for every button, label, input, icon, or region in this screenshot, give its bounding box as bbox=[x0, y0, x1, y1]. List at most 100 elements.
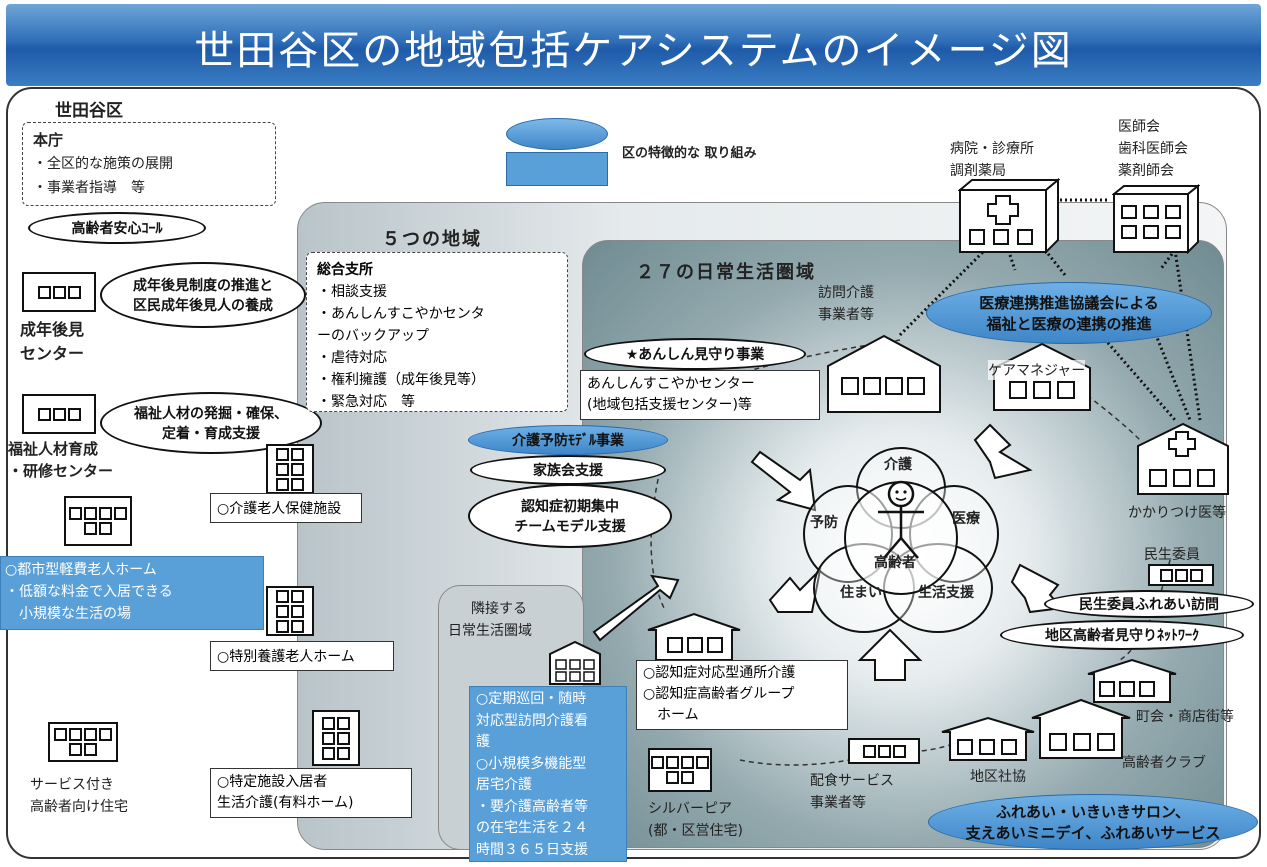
arrow-ne bbox=[973, 423, 1033, 480]
branch-item: ・あんしんすこやかセンタ bbox=[317, 306, 485, 322]
guardian-center-line: センター bbox=[20, 344, 85, 363]
arrow-neighbor bbox=[592, 574, 680, 642]
minsei-label: 民生委員 bbox=[1144, 547, 1200, 563]
guardian-center-label: 成年後見 センター bbox=[20, 318, 84, 366]
chokai-house-icon bbox=[1087, 658, 1177, 703]
guardian-center-line: 成年後見 bbox=[20, 320, 85, 339]
koureisha-label: 高齢者 bbox=[874, 555, 916, 571]
iryo-renkei-oval: 医療連携推進協議会による 福祉と医療の連携の推進 bbox=[926, 282, 1212, 344]
welfare-center-label: 福祉人材育成 ・研修センター bbox=[8, 438, 113, 482]
ninchi-service-box: ○認知症対応型通所介護 ○認知症高齢者グループ ホーム bbox=[636, 660, 848, 730]
tokutei-line: ○特定施設入居者 bbox=[217, 774, 328, 790]
welfare-hr-oval: 福祉人材の発掘・確保、 定着・育成支援 bbox=[100, 392, 322, 454]
honcho-title: 本庁 bbox=[33, 131, 64, 149]
neighbor-house-icon bbox=[549, 640, 601, 685]
kakaritsuke-label: かかりつけ医等 bbox=[1128, 505, 1227, 521]
tokutei-box: ○特定施設入居者 生活介護(有料ホーム) bbox=[210, 768, 412, 818]
roken-box: ○介護老人保健施設 bbox=[210, 493, 362, 523]
shakyo-house-icon bbox=[941, 716, 1035, 761]
legend-oval-icon bbox=[506, 118, 608, 150]
silver-building-icon bbox=[648, 748, 712, 792]
light-home-box: ○都市型軽費老人ホーム ・低額な料金で入居できる 小規模な生活の場 bbox=[0, 556, 264, 630]
teiki-line: 時間３６５日支援 bbox=[476, 841, 588, 858]
clinic-house-icon bbox=[1137, 422, 1229, 495]
honcho-item: ・全区的な施策の展開 bbox=[33, 156, 173, 172]
ninchi-service-house-icon bbox=[647, 612, 741, 661]
link-home-hospital bbox=[898, 243, 992, 337]
hospital-line: 調剤薬局 bbox=[950, 163, 1006, 179]
dashed-link bbox=[739, 759, 851, 766]
salon-line: 支えあいミニデイ、ふれあいサービス bbox=[965, 824, 1221, 842]
light-home-line: 小規模な生活の場 bbox=[5, 606, 131, 622]
center-flower bbox=[803, 447, 999, 633]
anshin-call-oval: 高齢者安心ｺｰﾙ bbox=[28, 212, 206, 244]
haishoku-building-icon bbox=[848, 738, 920, 764]
kaigo-yobo-label: 介護予防ﾓﾃﾞﾙ事業 bbox=[512, 433, 624, 449]
link-assoc-clinic bbox=[1173, 249, 1202, 421]
kaigo-yobo-oval: 介護予防ﾓﾃﾞﾙ事業 bbox=[468, 425, 668, 455]
roken-label: ○介護老人保健施設 bbox=[217, 501, 342, 517]
homon-kaigo-label: 訪問介護 事業者等 bbox=[818, 282, 874, 326]
honcho-box: 本庁 ・全区的な施策の展開 ・事業者指導 等 bbox=[22, 122, 276, 206]
neighbor-line: 隣接する bbox=[471, 601, 527, 617]
hospital-line: 病院・診療所 bbox=[950, 141, 1034, 157]
teiki-line: 対応型訪問介護看 bbox=[476, 712, 588, 729]
mimamori-oval: ★あんしん見守り事業 bbox=[584, 338, 806, 370]
mimamori-label: ★あんしん見守り事業 bbox=[625, 347, 765, 363]
chiku-network-label: 地区高齢者見守りﾈｯﾄﾜｰｸ bbox=[1045, 628, 1199, 644]
five-regions-label: ５つの地域 bbox=[382, 229, 482, 250]
kaigo-label: 介護 bbox=[884, 457, 912, 473]
associations-line: 薬剤師会 bbox=[1118, 163, 1174, 179]
light-home-line: ・低額な料金で入居できる bbox=[5, 584, 173, 600]
tokuyou-label: ○特別養護老人ホーム bbox=[217, 649, 355, 665]
salon-line: ふれあい・いきいきサロン、 bbox=[995, 803, 1191, 821]
welfare-center-building-icon bbox=[22, 394, 96, 434]
yobo-label: 予防 bbox=[810, 515, 838, 531]
tokutei-building-icon bbox=[312, 710, 360, 766]
arrow-s bbox=[857, 628, 923, 681]
silver-line: (都・区営住宅) bbox=[648, 823, 743, 839]
tokutei-line: 生活介護(有料ホーム) bbox=[217, 795, 354, 811]
anshin-center-box: あんしんすこやかセンター (地域包括支援センター)等 bbox=[580, 370, 820, 420]
teiki-line: の在宅生活を２４ bbox=[476, 820, 588, 836]
tokuyou-box: ○特別養護老人ホーム bbox=[210, 641, 394, 671]
salon-oval: ふれあい・いきいきサロン、 支えあいミニデイ、ふれあいサービス bbox=[928, 794, 1258, 850]
haishoku-line: 配食サービス bbox=[810, 773, 894, 789]
hospital-building-icon bbox=[958, 178, 1060, 254]
branch-item: ーのバックアップ bbox=[317, 328, 429, 344]
teiki-line: ・要介護高齢者等 bbox=[476, 798, 588, 815]
dashed-link bbox=[1079, 389, 1141, 441]
anshin-center-line: (地域包括支援センター)等 bbox=[587, 397, 752, 413]
seikatsu-label: 生活支援 bbox=[918, 585, 974, 601]
roken-building-icon bbox=[266, 444, 314, 494]
associations-label: 医師会 歯科医師会 薬剤師会 bbox=[1118, 116, 1188, 182]
ninchi-service-line: ○認知症高齢者グループ bbox=[643, 686, 795, 702]
silver-line: シルバーピア bbox=[648, 801, 732, 817]
homon-house-icon bbox=[827, 334, 941, 413]
teiki-line: 護 bbox=[476, 734, 490, 750]
association-building-icon bbox=[1112, 184, 1200, 254]
chiku-network-oval: 地区高齢者見守りﾈｯﾄﾜｰｸ bbox=[1000, 620, 1244, 650]
arrow-nw bbox=[750, 450, 817, 512]
sakoju-line: 高齢者向け住宅 bbox=[30, 799, 128, 815]
ninchi-service-line: ホーム bbox=[643, 707, 699, 723]
title-bar bbox=[6, 4, 1261, 86]
homon-kaigo-line: 事業者等 bbox=[818, 307, 874, 323]
ward-label: 世田谷区 bbox=[55, 101, 123, 121]
light-home-building-icon bbox=[64, 496, 132, 546]
welfare-center-line: 福祉人材育成 bbox=[8, 440, 99, 458]
care-manager-label: ケアマネジャー bbox=[988, 360, 1086, 380]
welfare-center-line: ・研修センター bbox=[8, 462, 114, 480]
minsei-fureai-oval: 民生委員ふれあい訪問 bbox=[1044, 590, 1254, 618]
minsei-fureai-label: 民生委員ふれあい訪問 bbox=[1079, 597, 1219, 613]
legend-rect-icon bbox=[506, 152, 608, 186]
sumai-label: 住まい bbox=[840, 585, 882, 601]
chiku-shakyo-label: 地区社協 bbox=[970, 769, 1026, 785]
welfare-hr-line: 定着・育成支援 bbox=[162, 426, 260, 442]
branch-item: ・緊急対応 等 bbox=[317, 394, 415, 410]
sakoju-line: サービス付き bbox=[30, 777, 114, 793]
homon-kaigo-line: 訪問介護 bbox=[818, 285, 874, 301]
link-cm-hospital bbox=[1008, 254, 1017, 271]
elder-club-house-icon bbox=[1031, 698, 1131, 759]
